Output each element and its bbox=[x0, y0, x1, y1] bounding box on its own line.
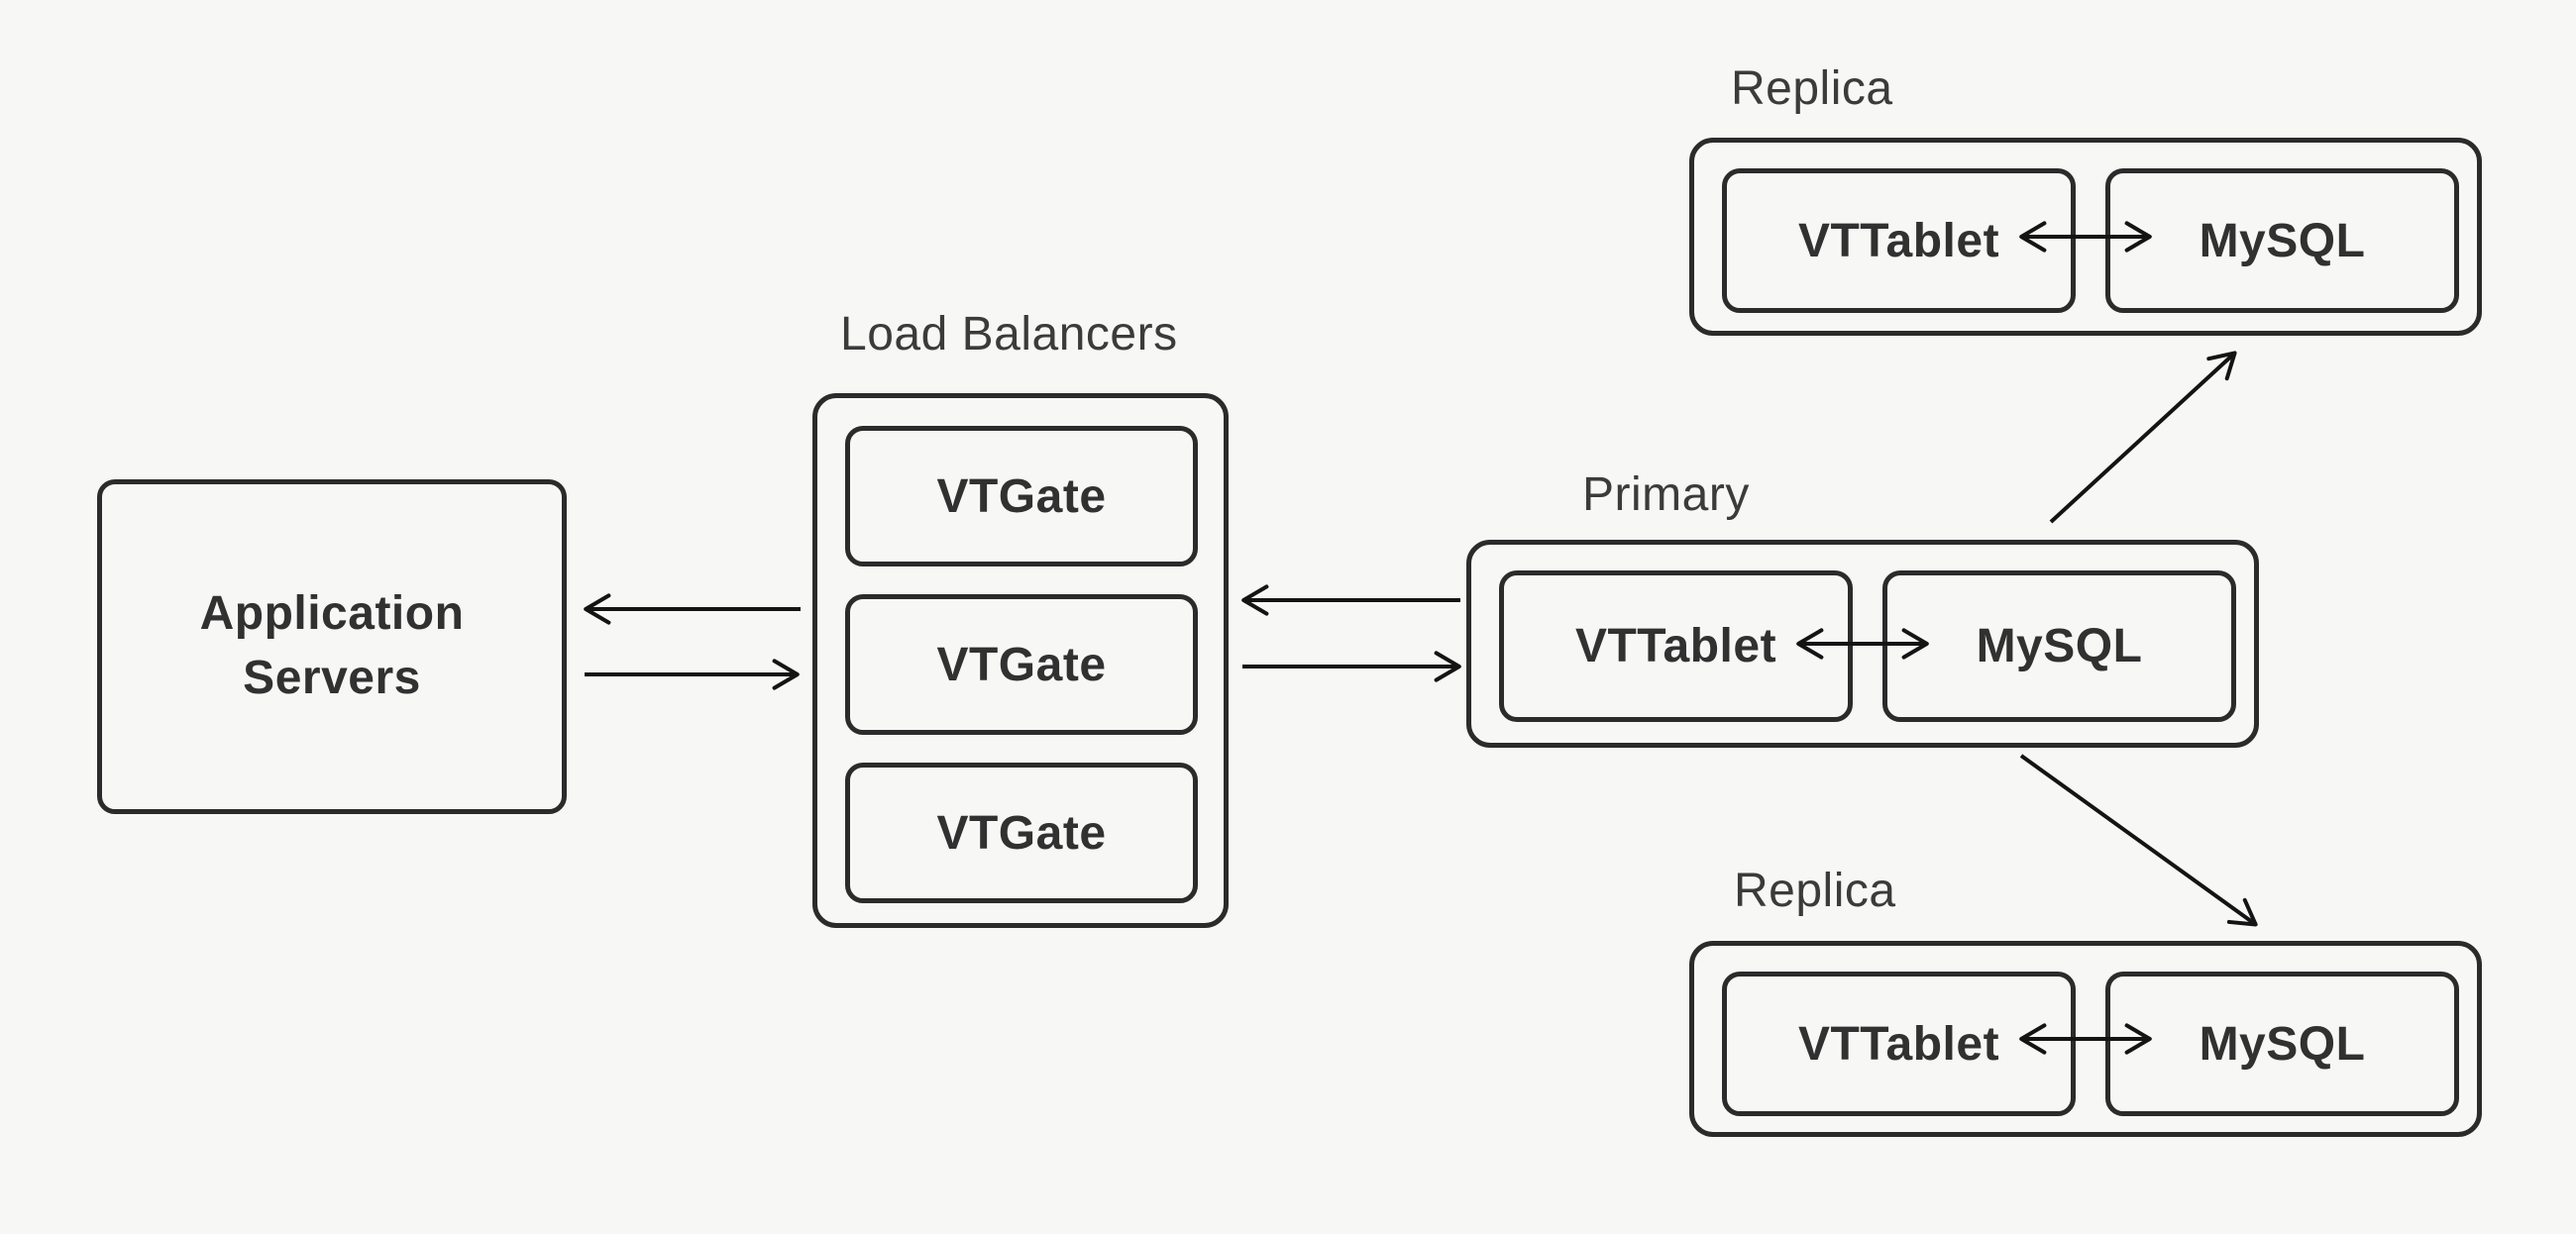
replica-bottom-group: VTTablet MySQL bbox=[1689, 941, 2482, 1137]
arrow-primary-to-replica-top bbox=[2049, 351, 2237, 524]
primary-vttablet-node: VTTablet bbox=[1499, 570, 1853, 722]
load-balancers-group: VTGate VTGate VTGate bbox=[812, 393, 1229, 928]
vtgate-label-3: VTGate bbox=[936, 806, 1107, 860]
load-balancers-label: Load Balancers bbox=[840, 308, 1178, 360]
vtgate-label-1: VTGate bbox=[936, 469, 1107, 523]
replica-bottom-vttablet-label: VTTablet bbox=[1797, 1017, 2000, 1071]
replica-top-mysql-label: MySQL bbox=[2199, 214, 2366, 267]
vtgate-node-3: VTGate bbox=[845, 763, 1198, 903]
vtgate-label-2: VTGate bbox=[936, 638, 1107, 691]
replica-top-group: VTTablet MySQL bbox=[1689, 138, 2482, 336]
primary-group: VTTablet MySQL bbox=[1466, 540, 2259, 748]
vtgate-node-2: VTGate bbox=[845, 594, 1198, 735]
vtgate-node-1: VTGate bbox=[845, 426, 1198, 566]
replica-bottom-mysql-node: MySQL bbox=[2105, 972, 2459, 1116]
replica-top-vttablet-label: VTTablet bbox=[1797, 214, 2000, 267]
primary-vttablet-label: VTTablet bbox=[1574, 620, 1777, 672]
application-servers-label: Application Servers bbox=[199, 587, 465, 704]
primary-mysql-node: MySQL bbox=[1882, 570, 2236, 722]
arrow-primary-to-replica-bottom bbox=[2019, 754, 2258, 927]
replica-bottom-label: Replica bbox=[1734, 865, 1896, 917]
replica-top-vttablet-node: VTTablet bbox=[1722, 168, 2076, 313]
application-servers-node: Application Servers bbox=[97, 479, 567, 814]
replica-top-mysql-node: MySQL bbox=[2105, 168, 2459, 313]
replica-bottom-mysql-label: MySQL bbox=[2199, 1017, 2366, 1071]
primary-label: Primary bbox=[1582, 468, 1750, 521]
replica-top-label: Replica bbox=[1731, 62, 1893, 115]
replica-bottom-vttablet-node: VTTablet bbox=[1722, 972, 2076, 1116]
primary-mysql-label: MySQL bbox=[1976, 620, 2143, 672]
